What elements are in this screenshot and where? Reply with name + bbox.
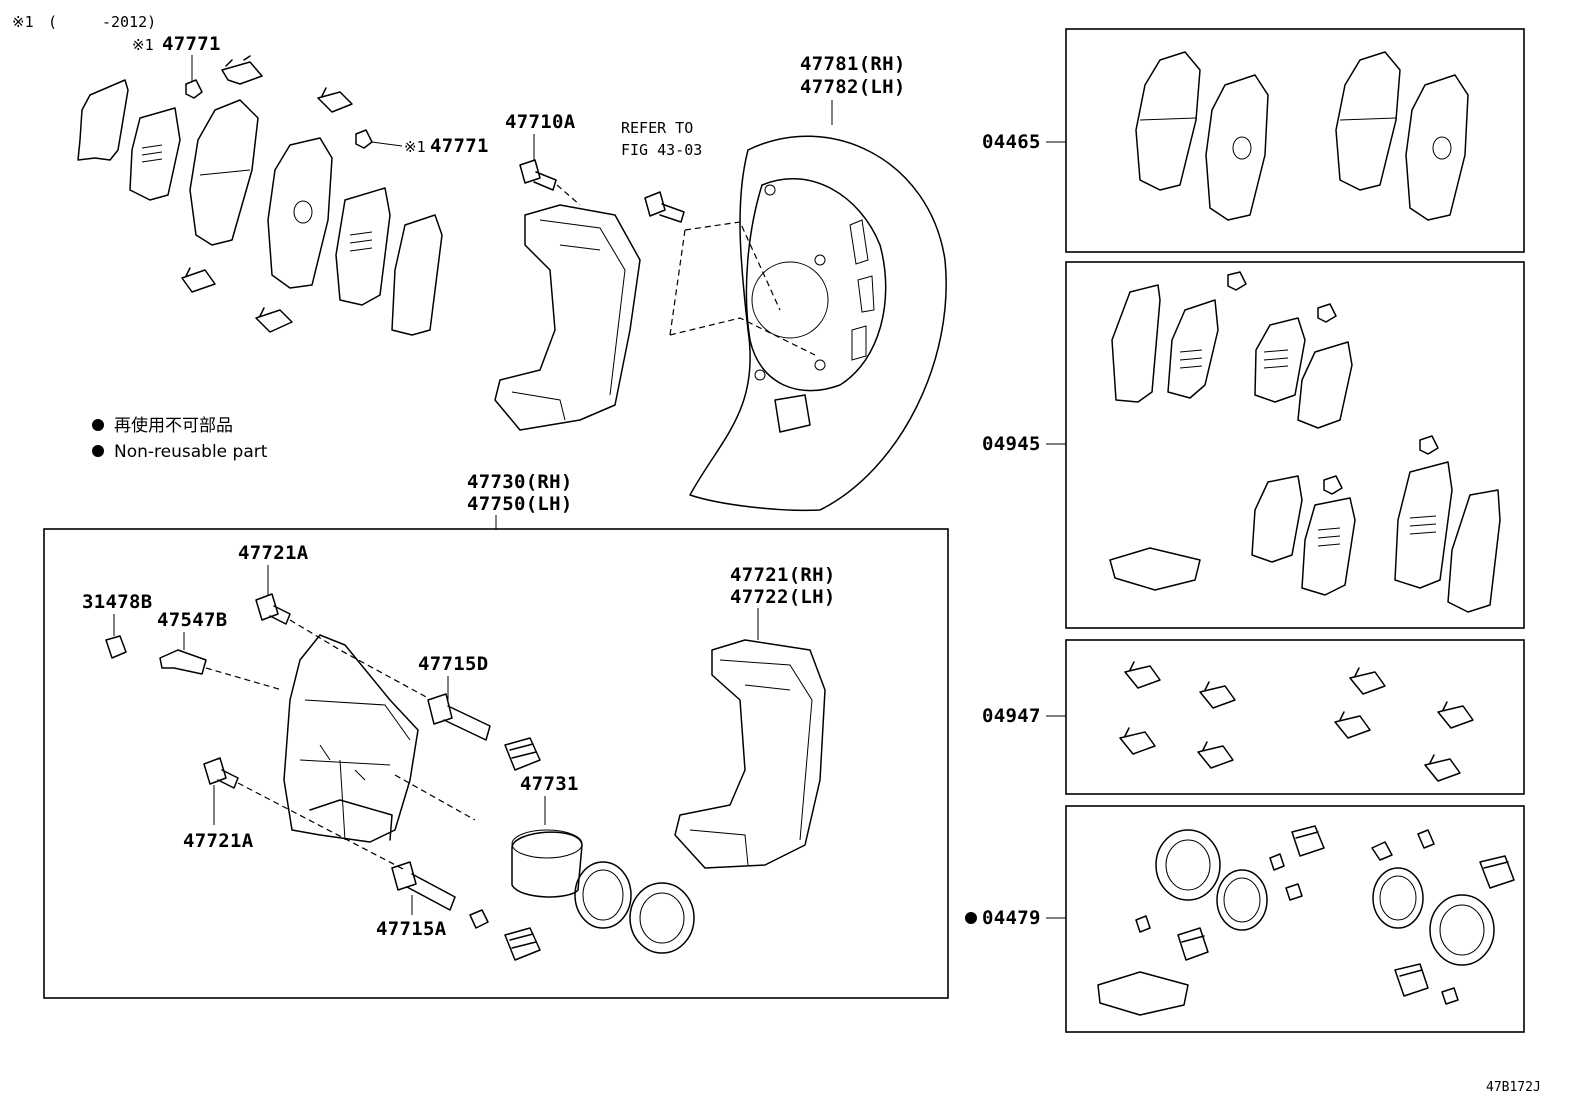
pad-clip-lower-b[interactable] — [255, 307, 293, 333]
callout-31478B[interactable]: 31478B — [82, 591, 152, 613]
pin-boot-upper[interactable] — [504, 737, 541, 771]
figure-code: 47B172J — [1486, 1080, 1541, 1095]
caliper-mounting-bracket[interactable] — [494, 204, 641, 431]
kit-04479-bullet — [965, 912, 977, 924]
callout-47771-top-mark: ※1 — [132, 36, 154, 54]
callout-47715D[interactable]: 47715D — [418, 653, 488, 675]
dash-bracket-to-shield — [669, 221, 816, 356]
caliper-assembly-box — [43, 528, 949, 999]
disc-dust-cover[interactable] — [689, 135, 947, 512]
legend-bullet-en — [92, 445, 104, 457]
kit-box-04465[interactable] — [1065, 28, 1525, 253]
callout-47730[interactable]: 47730(RH) — [467, 471, 573, 493]
bleeder-plug[interactable] — [159, 649, 207, 675]
note-open: ( — [48, 13, 57, 31]
wear-indicator-top[interactable] — [185, 79, 203, 99]
shim-inner-right[interactable] — [335, 187, 391, 306]
bracket-detail — [511, 219, 626, 421]
callout-47715A[interactable]: 47715A — [376, 918, 447, 940]
note-mark: ※1 — [12, 13, 34, 31]
pad-clip-lower-a[interactable] — [181, 267, 216, 293]
dash-bolt-upper — [556, 184, 581, 206]
caliper-piston[interactable] — [511, 829, 583, 898]
refer-line-2: FIG 43-03 — [621, 141, 702, 159]
callout-47547B[interactable]: 47547B — [157, 609, 227, 631]
brake-pad-outer[interactable] — [189, 99, 259, 246]
pad-clip-upper-a[interactable] — [221, 55, 263, 85]
kit-04479-label[interactable]: 04479 — [982, 907, 1041, 929]
callout-47750[interactable]: 47750(LH) — [467, 493, 573, 515]
pad-line — [199, 169, 251, 176]
shim-slots — [141, 144, 163, 163]
piston-boot[interactable] — [629, 882, 695, 954]
callout-47710A[interactable]: 47710A — [505, 111, 576, 133]
kit-box-04945[interactable] — [1065, 261, 1525, 629]
kit-04945-label[interactable]: 04945 — [982, 433, 1041, 455]
sensor-boss — [774, 394, 811, 433]
pad-clip-upper-b[interactable] — [317, 87, 353, 113]
pad-wear-hole — [293, 200, 313, 224]
callout-47722[interactable]: 47722(LH) — [730, 586, 836, 608]
piston-seal[interactable] — [574, 861, 632, 929]
kit-04465-label[interactable]: 04465 — [982, 131, 1041, 153]
brake-pad-inner[interactable] — [267, 137, 333, 289]
kit-04947-label[interactable]: 04947 — [982, 705, 1041, 727]
refer-line-1: REFER TO — [621, 119, 693, 137]
bolt-47721A-top[interactable] — [255, 593, 291, 625]
note-range: -2012) — [102, 13, 156, 31]
shim-inner-left[interactable] — [129, 107, 181, 201]
leader-47771-mid — [371, 141, 403, 147]
bolt-47710A-upper[interactable] — [519, 159, 557, 191]
caliper-cylinder[interactable] — [283, 634, 419, 843]
bleeder-cap[interactable] — [105, 635, 127, 659]
kit-box-04947[interactable] — [1065, 639, 1525, 795]
kit-labels: 04465 04945 04947 04479 — [965, 131, 1066, 929]
bushing-small[interactable] — [469, 909, 489, 929]
callout-47721[interactable]: 47721(RH) — [730, 564, 836, 586]
callout-47771-mid-mark: ※1 — [404, 138, 426, 156]
hub-opening — [751, 261, 829, 339]
callout-47771-top[interactable]: 47771 — [162, 33, 221, 55]
shim-outer-right[interactable] — [391, 214, 443, 336]
dash-lower-fasteners — [237, 774, 476, 871]
callout-47781[interactable]: 47781(RH) — [800, 53, 906, 75]
bolt-47721A-bottom[interactable] — [203, 757, 239, 789]
callout-47721A-top[interactable]: 47721A — [238, 542, 309, 564]
legend-jp-text: 再使用不可部品 — [114, 415, 233, 436]
shim-slots-2 — [349, 231, 373, 252]
slide-pin-47715D[interactable] — [427, 693, 491, 741]
callout-47731[interactable]: 47731 — [520, 773, 579, 795]
callout-47771-mid[interactable]: 47771 — [430, 135, 489, 157]
callout-47782[interactable]: 47782(LH) — [800, 76, 906, 98]
legend-bullet-jp — [92, 419, 104, 431]
caliper-bracket-47721[interactable] — [674, 639, 826, 869]
pin-boot-lower[interactable] — [504, 927, 541, 961]
pad-group-top-left — [77, 55, 443, 336]
bolt-47710A-lower[interactable] — [644, 191, 685, 223]
wear-indicator-mid[interactable] — [355, 129, 373, 149]
legend-en-text: Non-reusable part — [114, 442, 268, 462]
dash-caliper-fasteners — [205, 619, 429, 699]
kit-box-04479[interactable] — [1065, 805, 1525, 1033]
callout-47721A-bot[interactable]: 47721A — [183, 830, 254, 852]
slide-pin-47715A[interactable] — [391, 861, 456, 911]
shim-outer-left[interactable] — [77, 79, 129, 161]
